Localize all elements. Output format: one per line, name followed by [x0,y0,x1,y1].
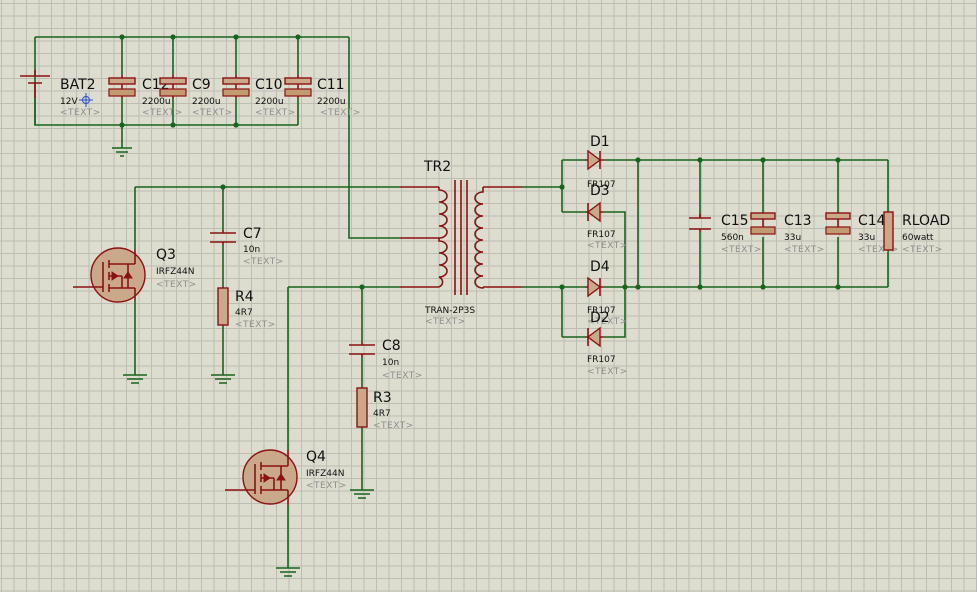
c14-value: 33u [858,233,875,243]
diode-d3[interactable]: D3 FR107 <TEXT> [585,183,628,251]
d1-ref: D1 [590,134,610,150]
d3-ref: D3 [590,183,610,199]
c8-value: 10n [382,358,399,368]
mosfet-q3[interactable]: Q3 IRFZ44N <TEXT> [73,247,197,303]
bat2-ref: BAT2 [60,77,96,93]
d2-ref: D2 [590,310,610,326]
d4-ref: D4 [590,259,610,275]
capacitor-c10[interactable]: C10 2200u <TEXT> [222,75,296,118]
r4-text: <TEXT> [235,320,276,330]
c13-ref: C13 [784,213,812,229]
c15-text: <TEXT> [721,245,762,255]
tr2-ref: TR2 [423,159,451,175]
mosfet-q4[interactable]: Q4 IRFZ44N <TEXT> [225,449,347,505]
c13-value: 33u [784,233,801,243]
c11-value: 2200u [317,97,346,107]
capacitor-c14[interactable]: C14 33u <TEXT> [825,212,899,255]
d4-value: FR107 [587,306,616,316]
q4-text: <TEXT> [306,481,347,491]
c11-text: <TEXT> [320,108,361,118]
c14-text: <TEXT> [858,245,899,255]
resistor-rload[interactable]: RLOAD 60watt <TEXT> [883,211,950,255]
wires [34,36,889,568]
c10-value: 2200u [255,97,284,107]
ground-icon [112,147,374,577]
c9-ref: C9 [192,77,211,93]
diode-d4[interactable]: D4 FR107 <TEXT> [585,259,628,327]
q3-ref: Q3 [156,247,176,263]
bat2-value: 12V [60,97,78,107]
c15-ref: C15 [721,213,749,229]
rload-ref: RLOAD [902,213,950,229]
rload-value: 60watt [902,233,934,243]
c13-text: <TEXT> [784,245,825,255]
capacitor-c8[interactable]: C8 10n <TEXT> [349,338,423,381]
c7-value: 10n [243,245,260,255]
r3-text: <TEXT> [373,421,414,431]
d1-value: FR107 [587,180,616,190]
diode-d1[interactable]: D1 FR107 [585,134,616,190]
d3-text: <TEXT> [587,241,628,251]
d2-value: FR107 [587,355,616,365]
q3-value: IRFZ44N [156,267,194,277]
c10-text: <TEXT> [255,108,296,118]
crosshair-icon [79,93,93,107]
c14-ref: C14 [858,213,886,229]
c8-text: <TEXT> [382,371,423,381]
d4-text: <TEXT> [587,317,628,327]
tr2-value: TRAN-2P3S [424,306,475,316]
c7-ref: C7 [243,226,262,242]
r3-ref: R3 [373,390,392,406]
r4-value: 4R7 [235,308,253,318]
c8-ref: C8 [382,338,401,354]
diode-d2[interactable]: D2 FR107 <TEXT> [585,310,628,377]
c9-value: 2200u [192,97,221,107]
d2-text: <TEXT> [587,367,628,377]
r4-ref: R4 [235,289,254,305]
resistor-r3[interactable]: R3 4R7 <TEXT> [356,387,414,431]
c7-text: <TEXT> [243,257,284,267]
capacitor-c7[interactable]: C7 10n <TEXT> [210,226,284,267]
r3-value: 4R7 [373,409,391,419]
q3-text: <TEXT> [156,280,197,290]
c12-value: 2200u [142,97,171,107]
junctions [119,34,841,290]
c10-ref: C10 [255,77,283,93]
resistor-r4[interactable]: R4 4R7 <TEXT> [217,287,276,330]
c12-text: <TEXT> [142,108,183,118]
capacitor-c15[interactable]: C15 560n <TEXT> [689,213,762,255]
transformer-tr2[interactable]: TR2 TRAN-2P3S <TEXT> [400,159,522,327]
c11-ref: C11 [317,77,345,93]
rload-text: <TEXT> [902,245,943,255]
bat2-text: <TEXT> [60,108,101,118]
c9-text: <TEXT> [192,108,233,118]
q4-value: IRFZ44N [306,469,344,479]
battery-bat2[interactable]: BAT2 12V <TEXT> [20,70,101,125]
d3-value: FR107 [587,230,616,240]
capacitor-c9[interactable]: C9 2200u <TEXT> [159,75,233,118]
tr2-text: <TEXT> [425,317,466,327]
c15-value: 560n [721,233,744,243]
capacitor-c13[interactable]: C13 33u <TEXT> [750,212,825,255]
q4-ref: Q4 [306,449,326,465]
capacitor-c11[interactable]: C11 2200u <TEXT> [284,75,361,118]
